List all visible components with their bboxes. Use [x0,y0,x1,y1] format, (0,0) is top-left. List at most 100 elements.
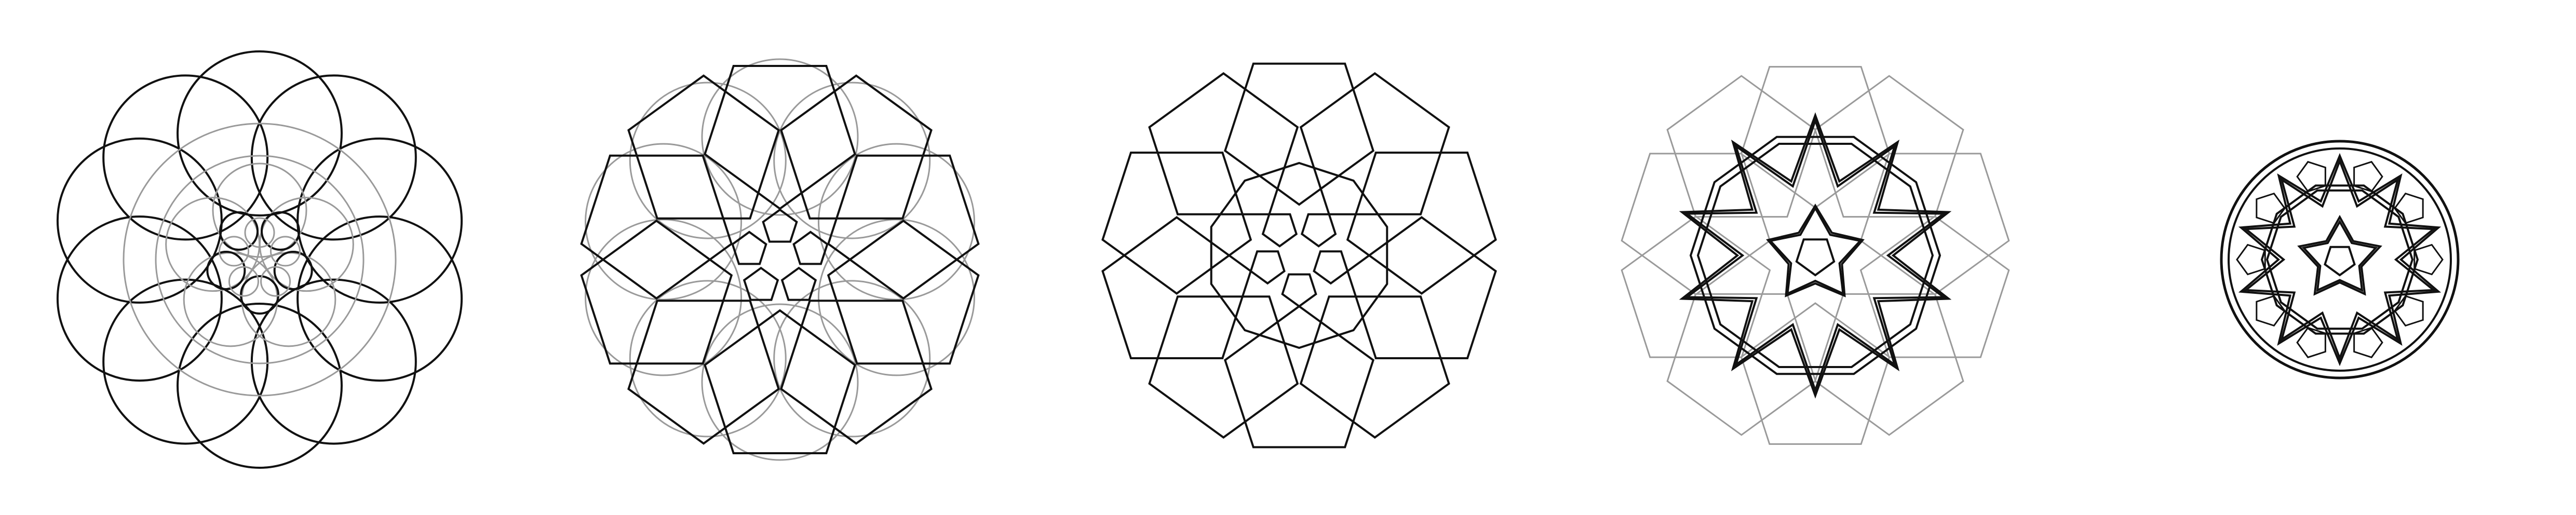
ten-point-star-band [1679,112,1952,399]
outer-ring-circle [177,303,343,469]
construction-circle [123,123,397,397]
construction-circle [817,143,975,301]
faded-pentagon [1666,75,1817,218]
pentagon [1223,62,1375,206]
outer-ring-circle [177,50,343,216]
pentagon [1101,152,1252,295]
outer-ring-circle [102,278,269,445]
pentagon [704,65,856,210]
panel-step-4-star-overlay [1621,66,2010,445]
construction-circle [165,197,261,292]
outer-ring-circle [250,74,417,241]
pentagon [580,219,733,365]
panel-step-1-circles [56,50,463,469]
pentagon [1299,295,1450,439]
interlaced-decagon [1696,143,1934,368]
small-centre-circle [244,217,275,248]
small-centre-circle [206,251,246,291]
construction-circle [701,58,859,216]
inner-decagon [1210,161,1388,349]
medallion-outer-pentagon [2256,192,2286,224]
pentagon [1101,216,1252,359]
small-centre-circle [219,211,259,251]
centre-pentagon [1261,213,1298,248]
outer-ring-circle [250,278,417,445]
panel-step-3-pentagon-ring [1101,62,1497,449]
small-centre-circle [269,236,301,267]
pentagon [704,309,856,454]
centre-pentagon [1313,250,1349,285]
pentagon [1299,72,1450,215]
pentagon [1148,72,1299,215]
construction-circle [155,155,365,364]
pentagon [627,300,780,445]
centre-pentagon [1300,213,1337,248]
centre-rosette-pentagon [792,231,829,265]
outer-ring-circle [102,74,269,241]
outer-ring-circle [56,137,223,304]
medallion-outer-pentagon [2413,243,2444,276]
centre-pentagon [1249,250,1286,285]
interlaced-decagon [1689,135,1941,375]
medallion-decagon-band [2260,184,2419,335]
medallion-outer-pentagon [2394,192,2424,224]
centre-rosette-pentagon [762,208,798,243]
pentagon [780,74,933,220]
medallion-outer-pentagon [2296,160,2326,193]
centre-pentagon [1281,273,1317,308]
small-centre-circle [240,275,279,315]
medallion-star-band [2238,153,2442,367]
construction-circle [183,252,278,347]
centre-rosette-pentagon [731,231,767,265]
construction-circle [773,82,931,239]
pentagon [827,154,980,300]
construction-circle [241,252,336,347]
small-centre-circle [228,266,259,297]
construction-circle [585,143,743,301]
outer-ring-circle [56,215,223,382]
faded-pentagon [1814,75,1964,218]
medallion-outer-pentagon [2394,295,2424,327]
construction-circle [585,219,743,376]
panel-step-5-final-medallion [2220,140,2460,380]
ten-point-star-band [1683,117,1947,394]
pentagon [1148,295,1299,439]
medallion-outer-pentagon [2296,327,2326,359]
centre-pentagon [1795,238,1836,277]
medallion-centre-star [2297,214,2382,296]
medallion-outer-pentagon [2353,327,2383,359]
medallion-centre-star [2301,219,2378,292]
faded-pentagon [1814,293,1964,436]
small-centre-circle [273,251,313,291]
small-centre-circle [219,236,250,267]
faded-pentagon [1666,293,1817,436]
centre-rosette-pentagon [780,266,817,301]
pentagon [780,300,933,445]
medallion-outer-pentagon [2353,160,2383,193]
interlaced-star-pattern [2236,153,2444,367]
medallion-outer-pentagon [2236,243,2266,276]
construction-circle [629,82,787,239]
construction-circle [701,303,859,461]
pentagon [1346,216,1497,359]
construction-circle [629,280,787,438]
construction-circle [773,280,931,438]
outer-ring-circle [296,215,463,382]
panel-step-2-pentagons-over-circles [580,58,980,461]
medallion-decagon-band [2265,189,2414,330]
small-centre-circle [260,266,291,297]
outer-ring-circle [296,137,463,304]
centre-rosette-pentagon [743,266,779,301]
boundary-circle [2228,147,2452,372]
pentagon [580,154,733,300]
pentagon [827,219,980,365]
medallion-centre-pentagon [2324,246,2356,277]
pentagon [1223,305,1375,449]
construction-circle [817,219,975,376]
pentagon [627,74,780,220]
centre-star-band [1768,206,1863,295]
centre-star-band [1766,204,1865,297]
medallion-outer-pentagon [2256,295,2286,327]
